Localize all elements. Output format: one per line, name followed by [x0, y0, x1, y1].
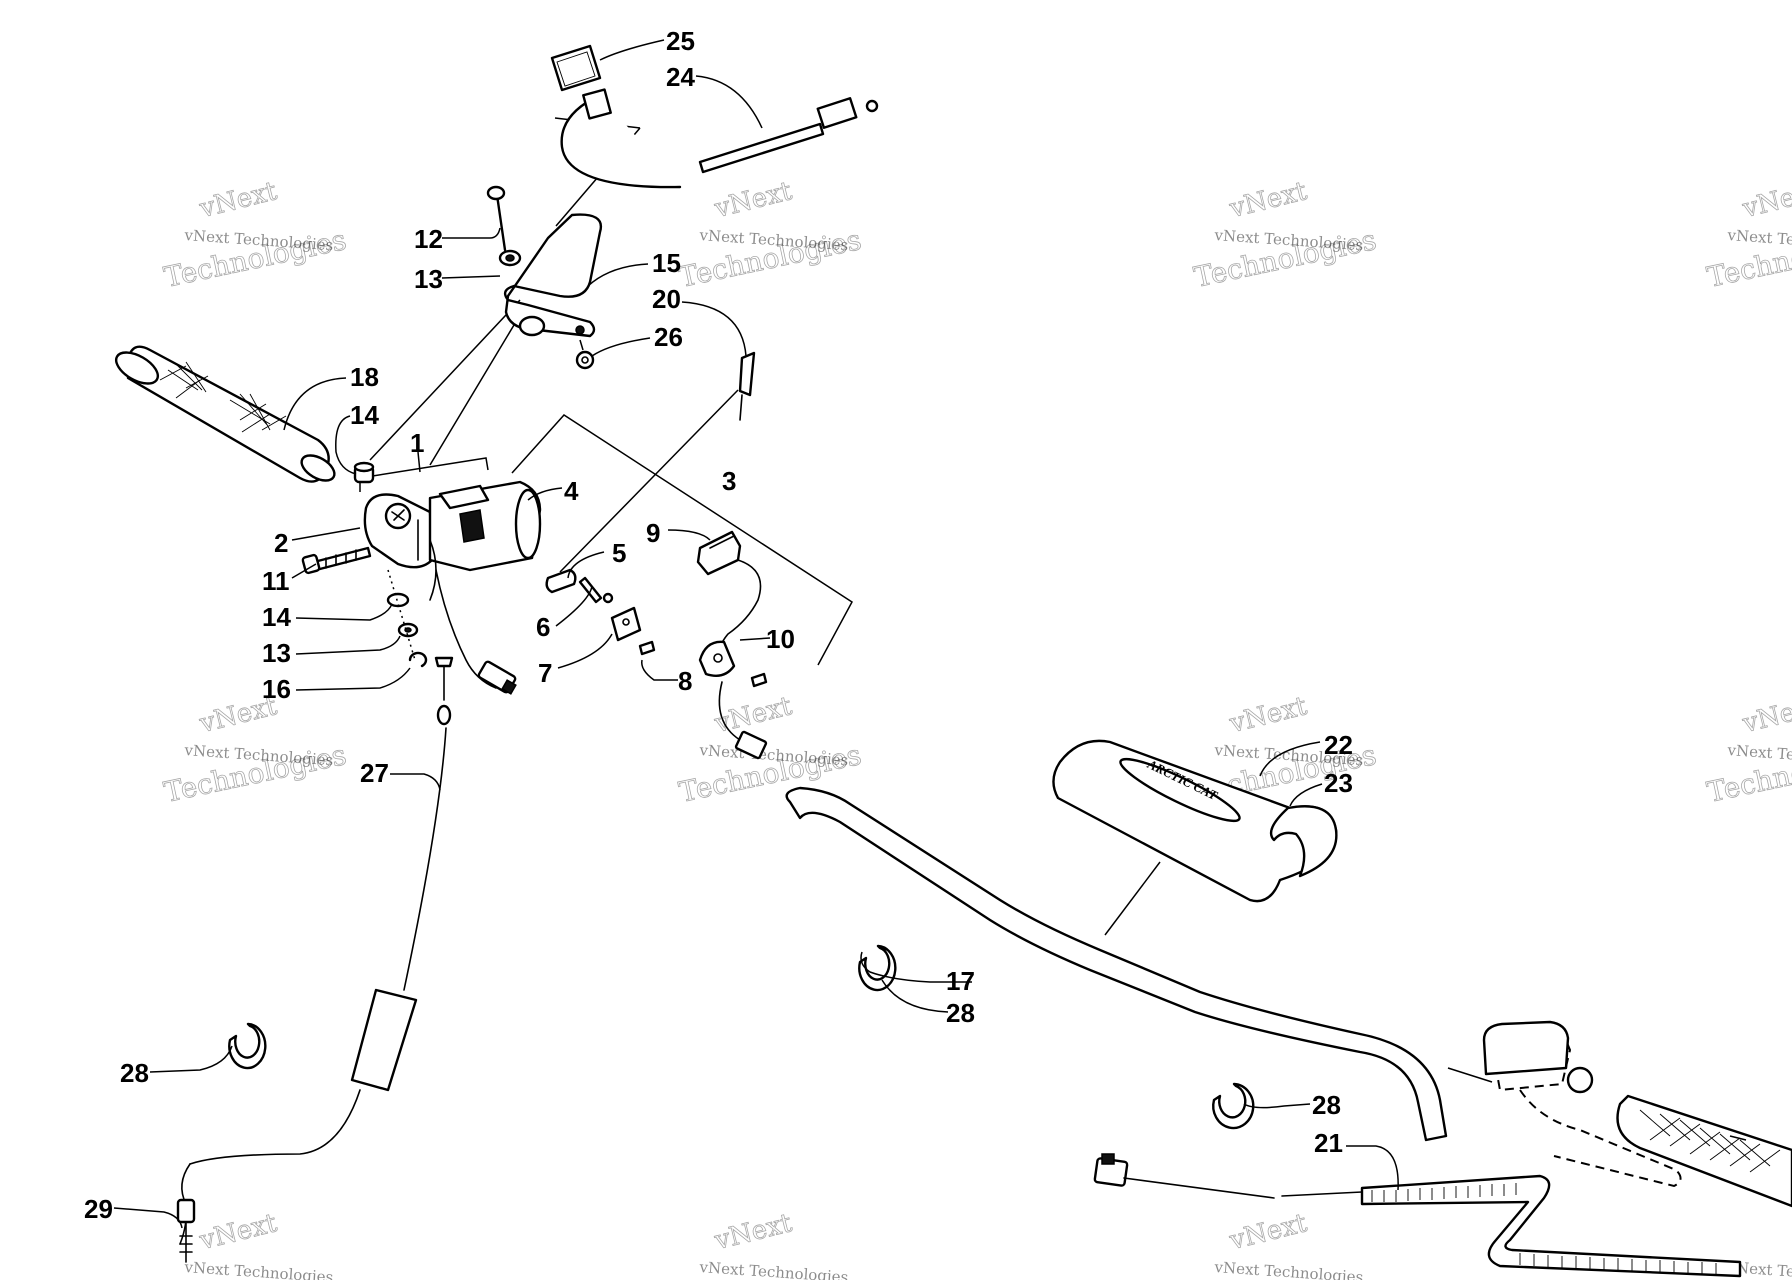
callout-12: 12: [414, 224, 443, 254]
callout-24: 24: [666, 62, 695, 92]
svg-text:vNext Technologies: vNext Technologies: [1213, 1258, 1364, 1280]
watermark: vNext vNext Technologies Technologies: [676, 691, 865, 810]
callout-21: 21: [1314, 1128, 1343, 1158]
part-7-bracket: [610, 606, 642, 642]
watermark: vNext vNext Technologies Technologies: [161, 691, 350, 810]
callout-4: 4: [564, 476, 579, 506]
svg-text:vNext: vNext: [196, 176, 280, 224]
callout-28b: 28: [120, 1058, 149, 1088]
watermark: vNext vNext Technologies Technologies: [1704, 691, 1792, 810]
callout-5: 5: [612, 538, 626, 568]
part-13-washer-lower: [397, 622, 419, 638]
callout-1: 1: [410, 428, 424, 458]
svg-text:vNext: vNext: [1739, 691, 1792, 739]
callout-6: 6: [536, 612, 550, 642]
callout-14: 14: [350, 400, 379, 430]
svg-text:vNext Technologies: vNext Technologies: [698, 1258, 849, 1280]
callout-7: 7: [538, 658, 552, 688]
watermark: vNext vNext Technologies: [183, 1208, 334, 1280]
part-28-clamp: [228, 1022, 267, 1070]
part-10-mount: [698, 640, 768, 760]
part-20-sensor: [738, 351, 756, 421]
callout-3: 3: [722, 466, 736, 496]
watermark: vNext vNext Technologies Technologies: [1704, 176, 1792, 295]
master-cylinder: [1482, 1020, 1682, 1188]
part-28-clamp: [858, 944, 897, 992]
callout-25: 25: [666, 26, 695, 56]
part-9-switch: [696, 530, 762, 663]
part-24-harness: [560, 88, 879, 189]
part-28-clamp: [1212, 1082, 1255, 1130]
watermark: vNext vNext Technologies Technologies: [161, 176, 350, 295]
svg-text:vNext Technologies: vNext Technologies: [183, 1258, 334, 1280]
part-26-eclip: [575, 339, 595, 370]
part-8-screw: [638, 640, 768, 688]
part-18-grip: [114, 345, 336, 483]
svg-text:vNext: vNext: [1226, 1208, 1310, 1256]
callout-14b: 14: [262, 602, 291, 632]
callout-8: 8: [678, 666, 692, 696]
callout-15: 15: [652, 248, 681, 278]
part-6-pin: [578, 576, 614, 604]
watermarks: vNext vNext Technologies Technologies vN…: [161, 176, 1792, 1280]
callout-17: 17: [946, 966, 975, 996]
part-5-spring: [545, 568, 577, 594]
callout-29: 29: [84, 1194, 113, 1224]
svg-text:vNext: vNext: [1226, 176, 1310, 224]
callout-28a: 28: [946, 998, 975, 1028]
callout-16: 16: [262, 674, 291, 704]
callout-26: 26: [654, 322, 683, 352]
part-14-bushing-lower: [386, 592, 410, 608]
svg-text:vNext: vNext: [196, 1208, 280, 1256]
part-12-pin: [486, 185, 522, 267]
part-16-clip: [408, 651, 428, 668]
part-11-screw: [301, 546, 372, 575]
callout-9: 9: [646, 518, 660, 548]
assembly-brackets: [359, 117, 1493, 1083]
part-21-heater: [1093, 1153, 1742, 1278]
callout-23: 23: [1324, 768, 1353, 798]
callout-13: 13: [414, 264, 443, 294]
callouts: 25 24 12 13 15 20 26 18 14 1 4 3 9 2 5 1…: [84, 26, 1353, 1224]
callout-2: 2: [274, 528, 288, 558]
svg-text:vNext: vNext: [711, 691, 795, 739]
callout-11: 11: [262, 566, 290, 596]
part-25-pad: [550, 44, 602, 92]
svg-text:vNext: vNext: [1739, 176, 1792, 224]
callout-22: 22: [1324, 730, 1353, 760]
watermark: vNext vNext Technologies: [1213, 1208, 1364, 1280]
watermark: vNext vNext Technologies Technologies: [1191, 176, 1380, 295]
right-grip: [1616, 1094, 1792, 1208]
callout-27: 27: [360, 758, 389, 788]
part-1-housing: [363, 480, 542, 601]
callout-10: 10: [766, 624, 795, 654]
watermark: vNext Technologies: [1726, 1258, 1792, 1280]
svg-text:vNext: vNext: [1226, 691, 1310, 739]
watermark: vNext vNext Technologies Technologies: [676, 176, 865, 295]
watermark: vNext vNext Technologies: [698, 1208, 849, 1280]
part-14-bushing-upper: [353, 461, 375, 484]
housing-wire: [435, 569, 517, 695]
callout-20: 20: [652, 284, 681, 314]
callout-28c: 28: [1312, 1090, 1341, 1120]
part-22-pad: ARCTIC CAT: [1052, 739, 1338, 903]
leader-lines: [113, 39, 1747, 1229]
svg-text:vNext: vNext: [711, 1208, 795, 1256]
svg-text:vNext Technologies: vNext Technologies: [1726, 1258, 1792, 1280]
callout-13b: 13: [262, 638, 291, 668]
callout-18: 18: [350, 362, 379, 392]
part-27-cable: [176, 656, 454, 1263]
svg-text:vNext: vNext: [711, 176, 795, 224]
part-15-lever: [503, 213, 603, 338]
part-17-handlebar: [785, 786, 1448, 1142]
